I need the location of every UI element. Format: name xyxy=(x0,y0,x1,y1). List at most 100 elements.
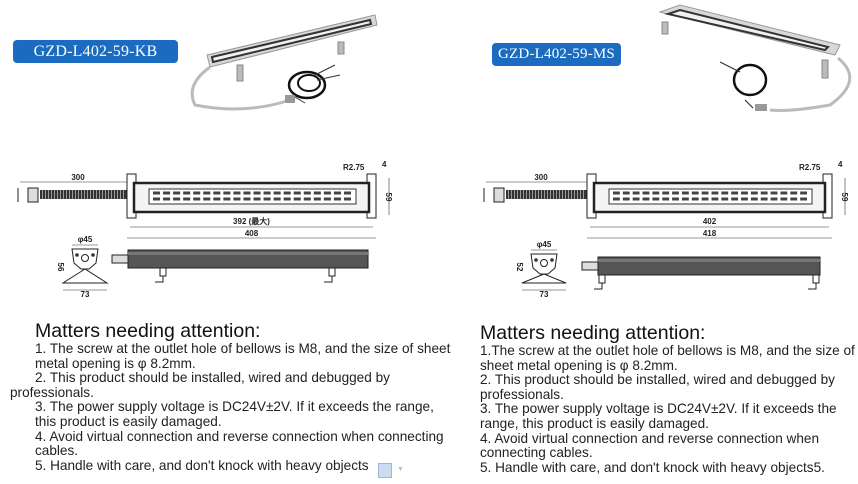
paste-options-icon[interactable] xyxy=(378,463,392,478)
bellows-segment xyxy=(82,190,85,199)
led-chip xyxy=(303,191,311,195)
bellows-segment xyxy=(112,190,115,199)
note-item: 2. This product should be installed, wir… xyxy=(480,372,835,402)
led-chip xyxy=(153,197,161,201)
bellows-segment xyxy=(554,190,557,199)
led-chip xyxy=(283,191,291,195)
bellows-segment xyxy=(563,190,566,199)
led-chip xyxy=(173,197,181,201)
attention-notes-ms: Matters needing attention: 1.The screw a… xyxy=(480,323,858,475)
connector-nut xyxy=(493,187,505,203)
bellows-segment xyxy=(515,190,518,199)
led-chip xyxy=(223,197,231,201)
bellows-segment xyxy=(512,190,515,199)
dim-height: 59 xyxy=(840,193,849,202)
bellows-segment xyxy=(506,190,509,199)
note-item: 1.The screw at the outlet hole of bellow… xyxy=(480,343,855,373)
led-chip xyxy=(701,197,709,201)
bellows-segment xyxy=(58,190,61,199)
note-item: 5. Handle with care, and don't knock wit… xyxy=(35,457,369,473)
led-chip xyxy=(681,197,689,201)
bellows-segment xyxy=(548,190,551,199)
led-chip xyxy=(233,191,241,195)
led-chip xyxy=(183,197,191,201)
led-chip xyxy=(780,191,788,195)
led-chip xyxy=(780,197,788,201)
note-item: 1. The screw at the outlet hole of bello… xyxy=(35,341,451,371)
dim-height: 59 xyxy=(384,193,393,202)
note-item: 5. Handle with care, and don't knock wit… xyxy=(480,459,825,475)
mounting-foot xyxy=(324,276,333,283)
dim-radius: R2.75 xyxy=(799,163,821,172)
product-photo-ms xyxy=(658,4,852,112)
bellows-segment xyxy=(121,190,124,199)
note-item: 3. The power supply voltage is DC24V±2V.… xyxy=(480,401,837,431)
led-chip xyxy=(642,191,650,195)
led-chip xyxy=(163,191,171,195)
dim-diameter: φ45 xyxy=(537,240,552,249)
bellows-segment xyxy=(527,190,530,199)
bellows-segment xyxy=(536,190,539,199)
led-chip xyxy=(343,191,351,195)
bellows-segment xyxy=(584,190,587,199)
bellows-segment xyxy=(572,190,575,199)
bellows-segment xyxy=(533,190,536,199)
dim-bracket-height: 56 xyxy=(56,263,65,272)
led-chip xyxy=(800,191,807,195)
bellows-segment xyxy=(518,190,521,199)
led-chip xyxy=(333,191,341,195)
led-chip xyxy=(253,197,261,201)
model-label-kb: GZD-L402-59-KB xyxy=(13,40,178,63)
bellows-segment xyxy=(88,190,91,199)
led-chip xyxy=(652,191,660,195)
bellows-segment xyxy=(524,190,527,199)
bellows-segment xyxy=(55,190,58,199)
led-chip xyxy=(193,191,201,195)
led-panel xyxy=(148,188,357,205)
led-chip xyxy=(613,197,620,201)
bellows-segment xyxy=(545,190,548,199)
bellows-segment xyxy=(575,190,578,199)
led-chip xyxy=(233,197,241,201)
dim-thickness: 4 xyxy=(382,160,387,169)
bellows-segment xyxy=(109,190,112,199)
led-panel xyxy=(608,188,813,205)
bellows-segment xyxy=(521,190,524,199)
led-chip xyxy=(800,197,807,201)
led-chip xyxy=(741,191,748,195)
bellows-segment xyxy=(551,190,554,199)
dim-diameter: φ45 xyxy=(78,235,93,244)
led-chip xyxy=(721,191,729,195)
led-chip xyxy=(681,191,689,195)
dim-inner-length: 402 xyxy=(703,217,717,226)
led-chip xyxy=(691,197,699,201)
chevron-down-icon[interactable]: ▼ xyxy=(397,466,404,473)
led-chip xyxy=(223,191,231,195)
cable-stub xyxy=(581,261,599,271)
mounting-foot xyxy=(812,274,820,284)
led-chip xyxy=(303,197,311,201)
led-chip xyxy=(293,197,301,201)
bellows-segment xyxy=(43,190,46,199)
led-chip xyxy=(313,197,321,201)
led-chip xyxy=(333,197,341,201)
led-chip xyxy=(662,191,670,195)
bellows-segment xyxy=(530,190,533,199)
led-chip xyxy=(632,197,640,201)
mount-hole xyxy=(81,254,89,262)
bellows-segment xyxy=(566,190,569,199)
bellows-segment xyxy=(40,190,43,199)
mount-hole xyxy=(91,253,95,257)
bellows-segment xyxy=(569,190,572,199)
led-chip xyxy=(721,197,729,201)
led-chip xyxy=(203,191,211,195)
led-chip xyxy=(622,197,630,201)
bellows-segment xyxy=(76,190,79,199)
led-chip xyxy=(790,197,798,201)
led-chip xyxy=(213,197,221,201)
led-chip xyxy=(750,197,758,201)
led-chip xyxy=(243,197,251,201)
led-chip xyxy=(622,191,630,195)
note-item: 2. This product should be installed, wir… xyxy=(35,370,390,386)
mounting-foot xyxy=(155,276,164,283)
